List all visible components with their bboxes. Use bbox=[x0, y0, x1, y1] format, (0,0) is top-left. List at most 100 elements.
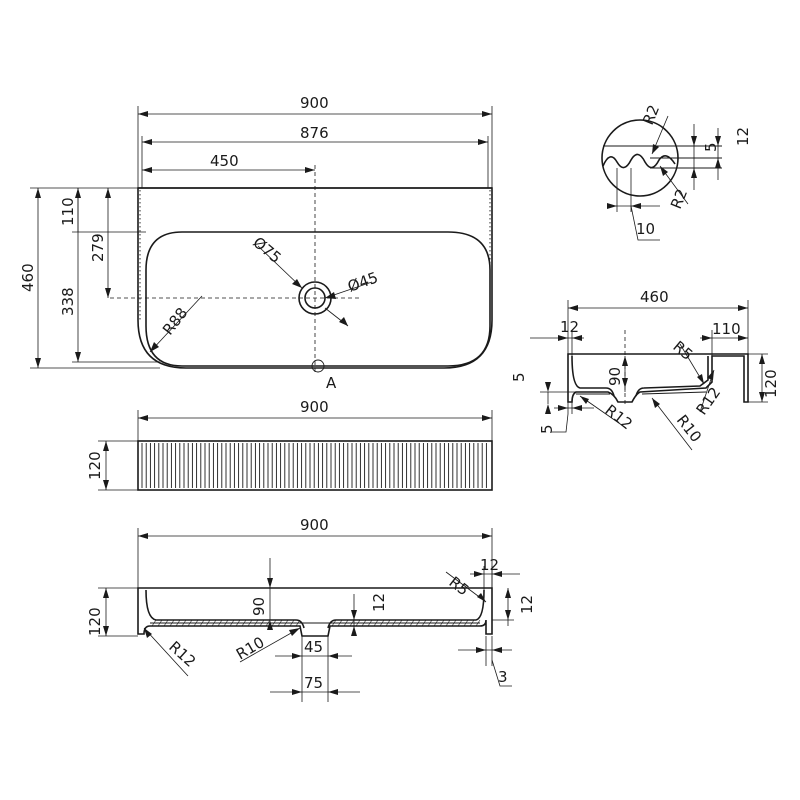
dim-12-lip-label: 12 bbox=[518, 595, 536, 614]
dim-338-label: 338 bbox=[59, 287, 77, 316]
hatch-line bbox=[277, 619, 283, 627]
long-section: 900 120 90 12 45 75 R12 R10 R5 bbox=[86, 516, 536, 702]
dim-900-top-label: 900 bbox=[300, 94, 329, 112]
dim-460-side-label: 460 bbox=[640, 288, 669, 306]
hatch-line bbox=[295, 619, 301, 627]
hatch-line bbox=[271, 619, 277, 627]
dim-r88-label: R88 bbox=[159, 304, 191, 338]
dim-450-label: 450 bbox=[210, 152, 239, 170]
hatch-line bbox=[331, 619, 337, 627]
hatch-line bbox=[247, 619, 253, 627]
front-body bbox=[137, 440, 493, 491]
top-view: A 900 876 450 460 338 bbox=[19, 94, 493, 392]
hatch-line bbox=[367, 619, 373, 627]
section-outer bbox=[137, 587, 493, 637]
hatch-line bbox=[475, 619, 481, 627]
dim-110-side-label: 110 bbox=[712, 320, 741, 338]
dim-3-label: 3 bbox=[498, 668, 508, 686]
dim-75-label: 75 bbox=[304, 674, 323, 692]
hatch-line bbox=[379, 619, 385, 627]
dim-120-side-label: 120 bbox=[762, 369, 780, 398]
leader-d75 bbox=[257, 245, 303, 289]
dim-r12-section-label: R12 bbox=[165, 638, 199, 671]
hatch-line bbox=[199, 619, 205, 627]
front-elevation: 900 120 bbox=[86, 398, 493, 491]
hatch-line bbox=[385, 619, 391, 627]
hatch-line bbox=[235, 619, 241, 627]
hatch-line bbox=[187, 619, 193, 627]
dim-900-section-label: 900 bbox=[300, 516, 329, 534]
dim-r12-side-inner-label: R12 bbox=[602, 401, 636, 433]
hatch-line bbox=[175, 619, 181, 627]
dim-900-front-label: 900 bbox=[300, 398, 329, 416]
dim-r5-side-label: R5 bbox=[669, 337, 696, 364]
dim-90-side-label: 90 bbox=[606, 367, 624, 386]
side-outer bbox=[567, 353, 749, 403]
dim-r10-section-label: R10 bbox=[233, 633, 268, 663]
hatch-line bbox=[445, 619, 451, 627]
detail-r2-top-label: R2 bbox=[639, 102, 663, 127]
front-flutes bbox=[141, 443, 487, 488]
hatch-line bbox=[355, 619, 361, 627]
detail-pitch-label: 10 bbox=[636, 220, 655, 238]
hatch-line bbox=[289, 619, 295, 627]
detail-total-depth-label: 12 bbox=[734, 127, 752, 146]
hatch-line bbox=[397, 619, 403, 627]
section-inner bbox=[145, 589, 485, 629]
detail-a-marker bbox=[311, 359, 325, 373]
dim-120-section-label: 120 bbox=[86, 607, 104, 636]
detail-a-label: A bbox=[326, 374, 337, 392]
hatch-line bbox=[223, 619, 229, 627]
dim-d75-label: Ø75 bbox=[249, 233, 284, 267]
hatch-line bbox=[211, 619, 217, 627]
hatch-line bbox=[205, 619, 211, 627]
hatch-line bbox=[439, 619, 445, 627]
hatch-line bbox=[259, 619, 265, 627]
side-inner bbox=[571, 355, 709, 397]
leader-r10-section bbox=[239, 627, 301, 663]
bowl-outline bbox=[145, 231, 491, 367]
dim-876-label: 876 bbox=[300, 124, 329, 142]
detail-groove-profile bbox=[602, 153, 676, 169]
hatch-line bbox=[343, 619, 349, 627]
detail-groove-depth-label: 5 bbox=[702, 142, 720, 152]
hatch-line bbox=[169, 619, 175, 627]
dim-110-label: 110 bbox=[59, 197, 77, 226]
hatch-line bbox=[349, 619, 355, 627]
hatch-line bbox=[457, 619, 463, 627]
hatch-line bbox=[163, 619, 169, 627]
hatch-line bbox=[403, 619, 409, 627]
hatch-line bbox=[391, 619, 397, 627]
hatch-line bbox=[427, 619, 433, 627]
hatch-line bbox=[151, 619, 157, 627]
dim-120-front-label: 120 bbox=[86, 451, 104, 480]
hatch-line bbox=[451, 619, 457, 627]
dim-r10-side-label: R10 bbox=[673, 411, 705, 445]
dim-12-wall-label: 12 bbox=[480, 556, 499, 574]
dim-12-side-label: 12 bbox=[560, 318, 579, 336]
hatch-line bbox=[415, 619, 421, 627]
hatch-line bbox=[463, 619, 469, 627]
section-hatching bbox=[151, 619, 481, 627]
dim-5-side-foot-label: 5 bbox=[538, 424, 556, 434]
hatch-line bbox=[361, 619, 367, 627]
leader-r88 bbox=[149, 295, 203, 353]
side-section: 460 110 12 120 90 R5 R12 R12 R10 bbox=[510, 288, 780, 451]
dim-460-label: 460 bbox=[19, 263, 37, 292]
hatch-line bbox=[469, 619, 475, 627]
leader-r12-section bbox=[143, 627, 189, 677]
hatch-line bbox=[433, 619, 439, 627]
dim-d45-label: Ø45 bbox=[345, 268, 380, 295]
hatch-line bbox=[193, 619, 199, 627]
hatch-line bbox=[229, 619, 235, 627]
hatch-line bbox=[265, 619, 271, 627]
hatch-line bbox=[241, 619, 247, 627]
dim-5-side-step-label: 5 bbox=[510, 372, 528, 382]
hatch-line bbox=[157, 619, 163, 627]
hatch-line bbox=[283, 619, 289, 627]
dim-45-label: 45 bbox=[304, 638, 323, 656]
dim-12-bottom-label: 12 bbox=[370, 593, 388, 612]
basin-outline bbox=[137, 187, 493, 369]
hatch-line bbox=[181, 619, 187, 627]
detail-r2-bottom-label: R2 bbox=[667, 186, 691, 211]
